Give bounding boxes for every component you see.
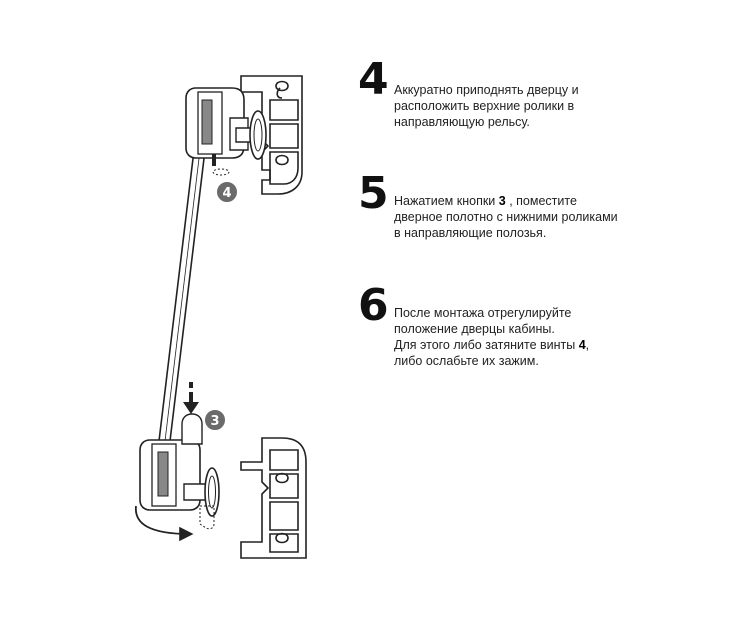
step-5-line-prefix: Нажатием кнопки [394, 194, 499, 208]
screw-callout-number: 4 [222, 186, 231, 201]
step-6-number: 6 [358, 280, 389, 331]
rotation-arrow [135, 505, 194, 542]
step-5-button-ref: 3 [498, 194, 506, 208]
step-6-line: После монтажа отрегулируйте [394, 306, 572, 320]
screw-callout-badge: 4 [215, 180, 239, 204]
step-5-number: 5 [358, 168, 389, 219]
step-6-line: Для этого либо затяните винты 4, [394, 337, 589, 353]
step-6-line: положение дверцы кабины. [394, 322, 555, 336]
step-5-line-suffix: , поместите [505, 194, 577, 208]
step-6-text: После монтажа отрегулируйте положение дв… [394, 305, 589, 369]
step-6-line-prefix: Для этого либо затяните винты [394, 338, 579, 352]
step-5-text: Нажатием кнопки 3 , поместите дверное по… [394, 193, 618, 241]
lower-roller-carriage [139, 413, 220, 530]
step-4-text: Аккуратно приподнять дверцу и расположит… [394, 82, 579, 130]
push-down-arrow [183, 382, 199, 414]
step-4-line: Аккуратно приподнять дверцу и [394, 83, 579, 97]
step-6-line: либо ослабьте их зажим. [394, 354, 539, 368]
step-6-screw-ref: 4 [578, 338, 586, 352]
lower-rail-profile [240, 437, 307, 559]
button-callout-badge: 3 [203, 408, 227, 432]
step-4-number: 4 [358, 54, 389, 105]
step-5-line: Нажатием кнопки 3 , поместите [394, 193, 618, 209]
step-5-line: дверное полотно с нижними роликами [394, 210, 618, 224]
step-5-line: в направляющие полозья. [394, 226, 547, 240]
step-6-line-suffix: , [585, 338, 590, 352]
step-4-line: направляющую рельсу. [394, 115, 530, 129]
step-4-line: расположить верхние ролики в [394, 99, 575, 113]
upper-rail-profile [240, 75, 303, 195]
upper-roller-carriage [185, 87, 267, 176]
button-callout-number: 3 [210, 414, 219, 429]
